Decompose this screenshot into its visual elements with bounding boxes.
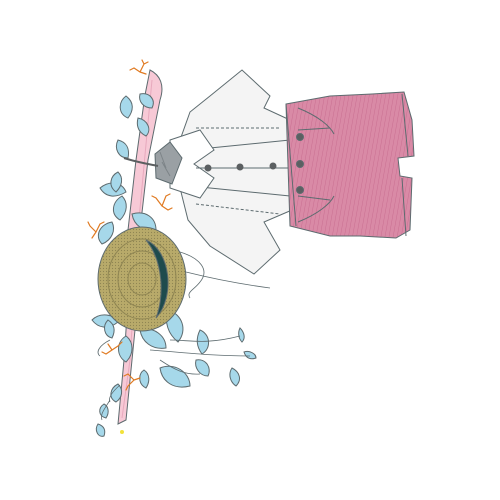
shorts-button: [296, 186, 304, 194]
leaf-icon: [243, 351, 257, 360]
twig-icon: [123, 373, 141, 391]
twig-icon: [87, 221, 105, 239]
leaf-icon: [159, 365, 191, 388]
leaf-cluster: [91, 93, 257, 437]
leaf-icon: [110, 383, 123, 403]
leaf-icon: [119, 95, 133, 119]
shorts-button: [296, 133, 304, 141]
leaf-icon: [238, 327, 245, 343]
leaf-icon: [195, 359, 210, 377]
shirt-button: [236, 163, 244, 171]
stem-group: [97, 335, 251, 421]
leaf-icon: [139, 369, 150, 389]
leaf-icon: [110, 171, 123, 193]
hat-ribbon: [145, 239, 169, 319]
leaf-icon: [196, 329, 209, 355]
twig-icon: [129, 59, 149, 75]
bow-tie-icon: [123, 141, 183, 185]
leaf-icon: [115, 139, 129, 159]
leaf-icon: [104, 319, 115, 339]
leaf-icon: [97, 221, 115, 245]
twig-group: [87, 59, 173, 391]
sparkle-icon: [120, 430, 124, 434]
shirt-button: [269, 162, 277, 170]
hat-string: [179, 251, 271, 299]
twig-icon: [151, 193, 173, 211]
shirt-icon: [169, 69, 293, 275]
shirt-button: [204, 164, 212, 172]
button-row: [204, 162, 277, 172]
leaf-icon: [136, 117, 150, 137]
straw-hat-icon: [97, 226, 187, 332]
leaf-icon: [139, 93, 154, 109]
shorts-button: [296, 160, 304, 168]
hat-brim: [97, 226, 187, 332]
shorts-icon: [285, 91, 415, 239]
leaf-icon: [95, 423, 106, 437]
leaf-icon: [113, 195, 127, 221]
leaf-icon: [99, 403, 109, 419]
twig-icon: [101, 341, 123, 355]
leaf-icon: [229, 367, 240, 387]
leaf-icon: [139, 328, 167, 349]
